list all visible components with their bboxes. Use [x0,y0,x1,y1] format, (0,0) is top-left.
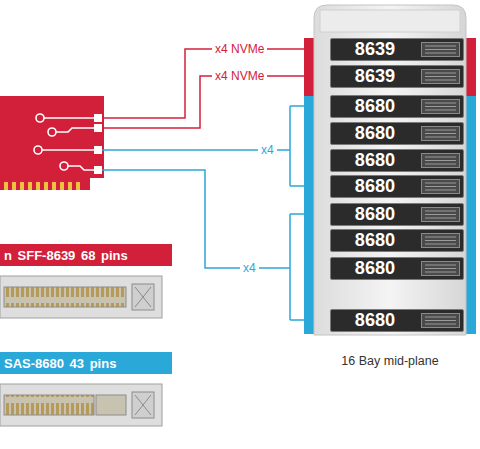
pcb-ports [94,114,102,174]
tower-top [320,10,460,32]
drive-number: 8680 [331,204,419,225]
drive-number: 8680 [331,150,419,171]
tower-body [314,5,466,335]
drive-bay: 8680 [330,229,464,252]
drive-label-panel: 8680 [331,258,419,279]
drive-number: 8639 [331,39,419,60]
drive-vents [421,231,461,250]
drive-label-panel: 8680 [331,123,419,144]
connector-banner-sas: SAS-8680 43 pins [0,352,172,374]
drive-vents [421,259,461,278]
drive-label-panel: 8680 [331,176,419,197]
link-width-label: x4 NVMe [212,42,267,56]
drive-vents [421,177,461,196]
drive-label-panel: 8680 [331,150,419,171]
link-width-label: x4 [240,261,259,275]
pcb-card [0,96,104,190]
drive-vents [421,205,461,224]
drive-number: 8680 [331,230,419,251]
pcb-traces [34,114,96,170]
drive-vents [421,311,461,330]
drive-vents [421,151,461,170]
drive-label-panel: 8680 [331,230,419,251]
tower-caption: 16 Bay mid-plane [314,354,466,368]
drive-vents [421,67,461,86]
link-width-label: x4 [258,143,277,157]
drive-label-panel: 8639 [331,39,419,60]
drive-bay: 8680 [330,175,464,198]
drive-vents [421,124,461,143]
drive-bay: 8639 [330,38,464,61]
gold-fingers [4,182,80,190]
drive-number: 8680 [331,96,419,117]
banner-text: n SFF-8639 68 pins [4,248,128,263]
drive-bay: 8639 [330,65,464,88]
drive-bay: 8680 [330,122,464,145]
drive-tower: 16 Bay mid-plane863986398680868086808680… [314,5,466,335]
drive-vents [421,97,461,116]
drive-bay: 8680 [330,149,464,172]
drive-label-panel: 8680 [331,204,419,225]
drive-label-panel: 8680 [331,310,419,331]
sff-8639-connector [0,276,162,318]
drive-number: 8639 [331,66,419,87]
drive-label-panel: 8680 [331,96,419,117]
drive-bay: 8680 [330,257,464,280]
drive-number: 8680 [331,310,419,331]
sas-8680-connector [0,384,162,426]
banner-text: SAS-8680 43 pins [4,356,116,371]
drive-number: 8680 [331,123,419,144]
drive-number: 8680 [331,176,419,197]
connector-banner-nvme: n SFF-8639 68 pins [0,244,172,266]
link-width-label: x4 NVMe [212,69,267,83]
drive-bay: 8680 [330,95,464,118]
drive-vents [421,40,461,59]
drive-label-panel: 8639 [331,66,419,87]
drive-number: 8680 [331,258,419,279]
drive-bay: 8680 [330,203,464,226]
drive-bay: 8680 [330,309,464,332]
nvme-band [304,38,476,96]
